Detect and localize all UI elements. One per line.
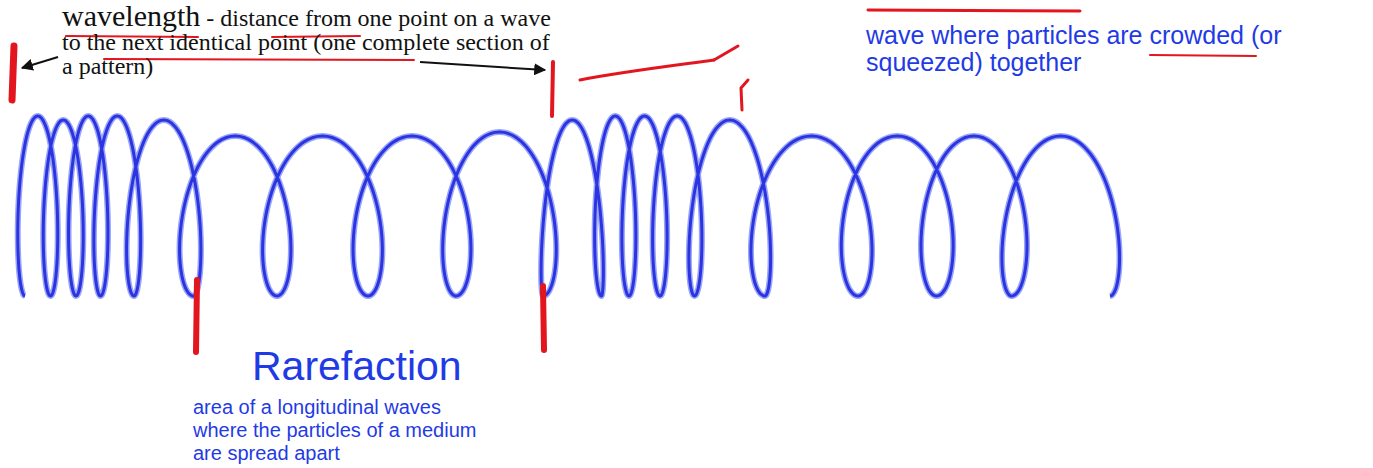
term: wavelength <box>62 0 200 32</box>
definition-text: wave where particles are crowded (or squ… <box>866 21 1281 76</box>
underline <box>1150 55 1256 56</box>
coil-spring <box>18 116 1120 296</box>
wavelength-start-mark <box>12 46 14 100</box>
leader-arrow <box>22 57 58 68</box>
compression-pointer <box>714 46 738 60</box>
compression-definition: wave where particles are crowded (or squ… <box>866 22 1361 76</box>
term-heading: Rarefaction <box>252 343 462 389</box>
wavelength-end-mark <box>552 62 553 116</box>
leader-arrow <box>420 62 545 70</box>
rarefaction-definition: area of a longitudinal waves where the p… <box>193 396 485 465</box>
compression-pointer <box>580 60 714 80</box>
rarefaction-mark <box>543 286 544 350</box>
definition-text: area of a longitudinal waves where the p… <box>193 396 476 464</box>
compression-pointer <box>741 80 748 110</box>
coil-halo <box>18 116 1120 296</box>
rarefaction-mark <box>196 280 197 352</box>
wavelength-definition: wavelength- distance from one point on a… <box>62 4 558 78</box>
rarefaction-heading: Rarefaction <box>252 342 462 390</box>
heading-underline <box>868 10 1080 11</box>
coil-line <box>18 116 1120 296</box>
